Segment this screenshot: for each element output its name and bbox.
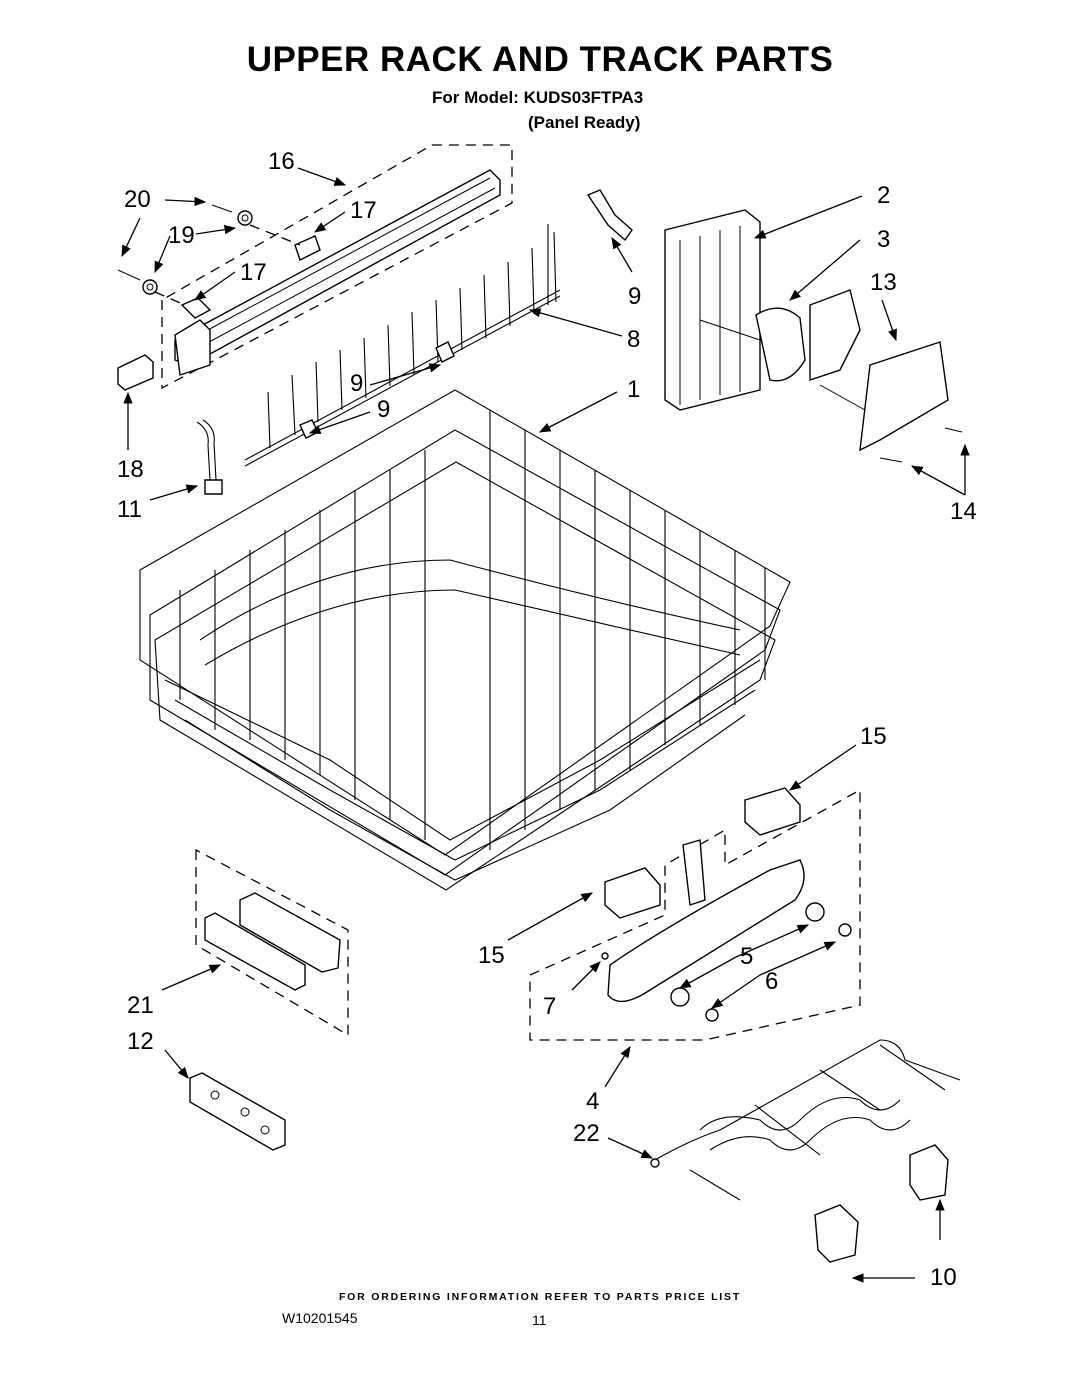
page-title: UPPER RACK AND TRACK PARTS — [246, 40, 834, 79]
ordering-note: FOR ORDERING INFORMATION REFER TO PARTS … — [338, 1291, 742, 1303]
callout-15-left: 15 — [478, 942, 505, 969]
callout-22: 22 — [573, 1120, 600, 1147]
callout-11: 11 — [117, 496, 142, 523]
part-12-bracket — [189, 1072, 286, 1151]
part-4-adjuster-assembly — [529, 787, 861, 1041]
part-8-tine-row — [244, 224, 561, 467]
page-number: 11 — [532, 1312, 547, 1328]
callout-18: 18 — [117, 456, 144, 483]
callout-9-top: 9 — [628, 283, 642, 310]
callout-7: 7 — [543, 993, 557, 1020]
callout-5: 5 — [740, 943, 754, 970]
callout-1: 1 — [627, 376, 641, 403]
callout-8: 8 — [627, 326, 641, 353]
part-10-clips — [814, 1144, 949, 1263]
callout-21: 21 — [127, 992, 154, 1019]
callout-16: 16 — [268, 148, 295, 175]
callout-20: 20 — [124, 186, 151, 213]
callout-4: 4 — [586, 1088, 600, 1115]
part-1-upper-rack — [139, 389, 791, 891]
document-number: W10201545 — [282, 1310, 358, 1326]
part-21-handle — [195, 848, 349, 1037]
callout-9-mid: 9 — [350, 370, 364, 397]
dispenser-assembly — [664, 209, 963, 463]
callout-13: 13 — [870, 269, 897, 296]
callout-9-low: 9 — [377, 396, 391, 423]
callout-17: 17 — [350, 197, 377, 224]
callout-6: 6 — [765, 968, 779, 995]
track-assembly — [117, 144, 513, 390]
callout-19: 19 — [168, 222, 195, 249]
callout-10: 10 — [930, 1264, 957, 1291]
model-line: For Model: KUDS03FTPA3 — [432, 88, 644, 107]
part-22-wire-rack — [650, 1039, 961, 1201]
callout-17-lower: 17 — [240, 259, 267, 286]
variant-label: (Panel Ready) — [528, 113, 641, 132]
callout-12: 12 — [127, 1028, 154, 1055]
part-9-clip — [586, 189, 633, 242]
leader-arrows — [121, 167, 970, 1283]
callout-2: 2 — [877, 182, 891, 209]
part-18-clip — [117, 354, 154, 391]
callout-3: 3 — [877, 226, 891, 253]
part-11-spring — [196, 419, 223, 495]
callout-15-right: 15 — [860, 723, 887, 750]
callout-14: 14 — [950, 498, 977, 525]
